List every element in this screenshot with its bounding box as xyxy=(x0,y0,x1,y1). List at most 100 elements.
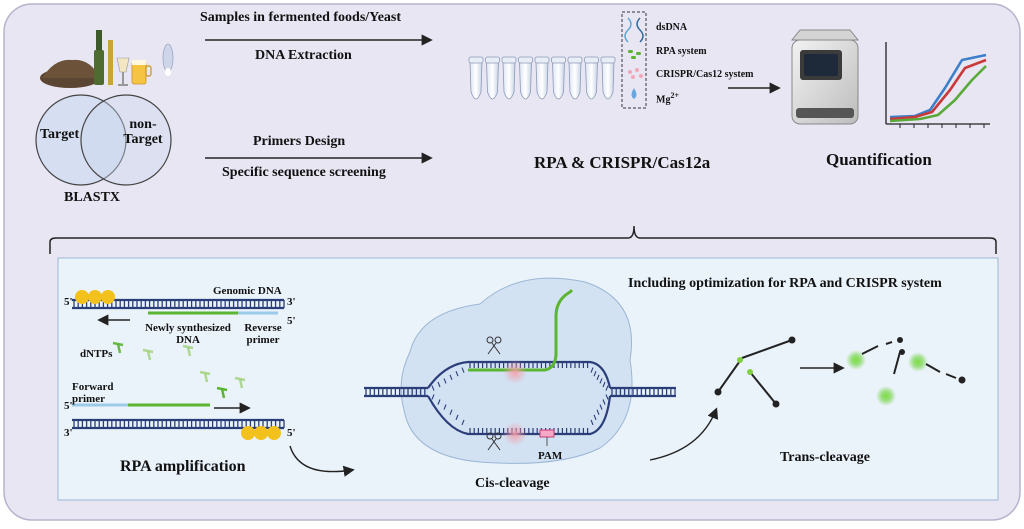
fluorescence-glow xyxy=(908,352,928,372)
quantification-label: Quantification xyxy=(826,150,932,169)
pcr-tube-cap xyxy=(584,56,599,64)
pcr-tube xyxy=(469,61,483,100)
fermented-foods-icon xyxy=(40,30,174,88)
quencher-dot xyxy=(772,400,780,408)
pam-label: PAM xyxy=(538,450,563,462)
dsdna-icon-b xyxy=(636,17,644,43)
crrna-strand xyxy=(468,288,574,372)
venn-target-label: Target xyxy=(40,127,80,142)
cis-cleavage-label: Cis-cleavage xyxy=(475,476,550,491)
rpa-section xyxy=(72,290,355,477)
to-cis-arrow xyxy=(289,445,355,477)
pcr-tube xyxy=(502,61,516,100)
pcr-tube xyxy=(585,61,598,100)
recombinase-ball xyxy=(254,426,268,440)
blastx-label: BLASTX xyxy=(64,190,121,205)
legend-rpa: RPA system xyxy=(656,46,707,57)
rpa-amplification-label: RPA amplification xyxy=(120,458,246,475)
section-brace xyxy=(49,225,997,254)
genomic-dna-bottom xyxy=(72,418,285,430)
five-prime-top-b: 5' xyxy=(287,315,296,327)
reverse-line2: primer xyxy=(246,333,280,346)
pcr-tube-cap xyxy=(600,56,616,64)
dntps-label: dNTPs xyxy=(80,348,113,360)
five-prime-top: 5' xyxy=(64,296,73,308)
pcr-tube-strip xyxy=(468,56,616,100)
pcr-tube-cap xyxy=(501,56,517,64)
optimization-label: Including optimization for RPA and CRISP… xyxy=(628,276,942,291)
cleavage-glow xyxy=(503,422,527,446)
fluor-dot xyxy=(737,357,743,363)
pcr-tube xyxy=(601,61,615,100)
to-trans-arrow xyxy=(649,407,719,461)
amplification-curve xyxy=(889,58,987,121)
forward-line1: Forward xyxy=(72,381,114,393)
target-dsdna xyxy=(364,360,676,436)
fluorescence-glow xyxy=(846,350,866,370)
legend-mg: Mg2+ xyxy=(656,91,680,106)
legend-mg-sup: 2+ xyxy=(670,91,680,100)
pcr-tube-cap xyxy=(567,56,583,64)
rpa-dots-icon xyxy=(628,50,641,59)
trans-section xyxy=(714,336,966,408)
three-prime-bottom: 3' xyxy=(64,427,73,439)
venn-nontarget-label: non- Target xyxy=(118,117,168,147)
legend-dsdna: dsDNA xyxy=(656,22,688,33)
forward-line2: primer xyxy=(72,392,105,405)
extraction-label: DNA Extraction xyxy=(255,48,352,63)
five-prime-bottom-b: 5' xyxy=(287,427,296,439)
primers-label: Primers Design xyxy=(253,134,346,149)
amplification-curve xyxy=(889,65,987,123)
legend-box xyxy=(621,11,647,109)
scissors-icon xyxy=(486,432,502,451)
venn-nontarget-line1: non- xyxy=(129,117,157,132)
pcr-tube-cap xyxy=(534,56,550,64)
quencher-dot xyxy=(788,336,796,344)
qpcr-machine-icon xyxy=(790,29,860,125)
forward-primer-label: Forward primer xyxy=(72,381,114,405)
pcr-tube-cap xyxy=(468,56,484,64)
cis-section xyxy=(364,277,719,464)
pcr-tube xyxy=(486,61,499,100)
five-prime-bottom: 5' xyxy=(64,400,73,412)
screening-label: Specific sequence screening xyxy=(222,165,386,180)
newly-synth-line2: DNA xyxy=(176,333,200,346)
pcr-tube xyxy=(535,61,549,100)
trans-cleavage-label: Trans-cleavage xyxy=(780,450,870,465)
reverse-line1: Reverse xyxy=(244,322,282,334)
recombinase-ball xyxy=(101,290,115,304)
amplification-curve-chart xyxy=(885,42,990,128)
dsdna-icon xyxy=(624,17,632,43)
pcr-tube-cap xyxy=(551,56,566,64)
recombinase-ball xyxy=(241,426,255,440)
pcr-tube xyxy=(519,61,532,100)
newly-synth-line1: Newly synthesized xyxy=(145,322,231,334)
scissors-icon xyxy=(486,336,502,355)
legend-mg-text: Mg xyxy=(656,94,671,106)
newly-synth-label: Newly synthesized DNA xyxy=(138,322,238,346)
venn-diagram xyxy=(35,94,172,186)
fluor-dot xyxy=(747,369,753,375)
pcr-tube xyxy=(552,61,565,100)
three-prime-top: 3' xyxy=(287,296,296,308)
pcr-tube xyxy=(568,61,582,100)
crispr-dots-icon xyxy=(628,68,643,79)
pam-site xyxy=(539,429,555,438)
rpa-crispr-label: RPA & CRISPR/Cas12a xyxy=(534,153,711,172)
reverse-primer-label: Reverse primer xyxy=(238,322,288,346)
legend-crispr: CRISPR/Cas12 system xyxy=(656,69,754,80)
venn-nontarget-line2: Target xyxy=(123,131,163,147)
genomic-dna-label: Genomic DNA xyxy=(213,285,282,297)
dntp-icons xyxy=(112,341,246,399)
fluorescence-glow xyxy=(876,386,896,406)
cleavage-glow xyxy=(503,360,527,384)
samples-label: Samples in fermented foods/Yeast xyxy=(200,10,402,25)
recombinase-ball xyxy=(88,290,102,304)
pcr-tube-cap xyxy=(485,56,500,64)
pcr-tube-cap xyxy=(518,56,533,64)
water-drop-icon xyxy=(631,88,637,99)
recombinase-ball xyxy=(75,290,89,304)
recombinase-ball xyxy=(267,426,281,440)
